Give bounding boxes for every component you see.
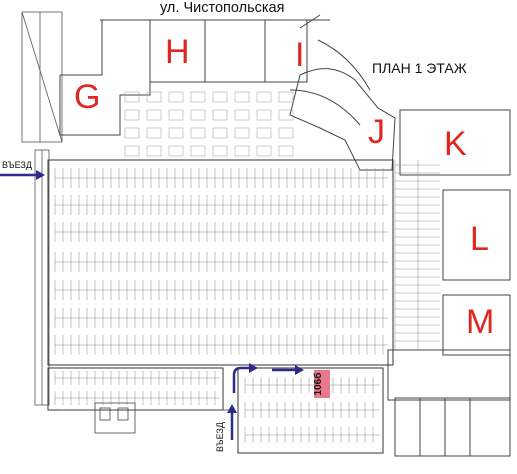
turn-arrow-head	[249, 363, 258, 373]
courtyard-cell	[124, 91, 140, 103]
courtyard-cell	[168, 91, 184, 103]
courtyard-grid	[124, 91, 294, 157]
parking-spot-number: 106б	[313, 372, 324, 396]
courtyard-cell	[234, 145, 250, 157]
building-label-k: K	[444, 125, 467, 163]
entry-label-south: ВЪЕЗД	[215, 422, 225, 452]
right-arrow-icon	[272, 365, 304, 375]
courtyard-cell	[278, 91, 294, 103]
courtyard-cell	[256, 145, 272, 157]
courtyard-cell	[146, 91, 162, 103]
courtyard-cell	[168, 127, 184, 139]
courtyard-cell	[278, 127, 294, 139]
courtyard-cell	[124, 127, 140, 139]
parking-grid	[54, 160, 440, 443]
courtyard-cell	[124, 109, 140, 121]
entry-arrow-icon	[0, 170, 45, 180]
courtyard-cell	[168, 145, 184, 157]
courtyard-cell	[278, 109, 294, 121]
building-label-i: I	[295, 36, 305, 74]
courtyard-cell	[124, 145, 140, 157]
turn-arrow-icon	[232, 366, 250, 393]
courtyard-cell	[234, 91, 250, 103]
north-buildings	[59, 14, 330, 136]
left-ramp	[21, 11, 63, 406]
courtyard-cell	[190, 145, 206, 157]
up-arrow-icon	[227, 404, 237, 440]
courtyard-cell	[212, 145, 228, 157]
building-label-h: H	[165, 33, 190, 71]
courtyard-cell	[256, 91, 272, 103]
bottom-left-structure	[60, 402, 230, 434]
courtyard-cell	[168, 109, 184, 121]
courtyard-cell	[190, 127, 206, 139]
corner-buildings	[289, 39, 396, 171]
building-label-l: L	[470, 220, 489, 258]
building-label-m: M	[466, 303, 495, 341]
courtyard-cell	[212, 109, 228, 121]
east-buildings	[387, 109, 511, 457]
courtyard-cell	[212, 91, 228, 103]
courtyard-cell	[146, 127, 162, 139]
highlighted-parking-spot	[314, 370, 330, 398]
courtyard-cell	[190, 91, 206, 103]
courtyard-cell	[212, 127, 228, 139]
street-name: ул. Чистопольская	[160, 0, 285, 16]
building-label-g: G	[74, 78, 101, 116]
courtyard-cell	[278, 145, 294, 157]
courtyard-cell	[256, 109, 272, 121]
courtyard-cell	[146, 145, 162, 157]
courtyard-cell	[234, 127, 250, 139]
courtyard-cell	[234, 109, 250, 121]
courtyard-cell	[146, 109, 162, 121]
parking-outline	[47, 159, 394, 454]
building-label-j: J	[368, 113, 385, 151]
plan-title: ПЛАН 1 ЭТАЖ	[372, 60, 467, 76]
courtyard-cell	[190, 109, 206, 121]
courtyard-cell	[256, 127, 272, 139]
entry-label-west: ВЪЕЗД	[2, 160, 32, 170]
